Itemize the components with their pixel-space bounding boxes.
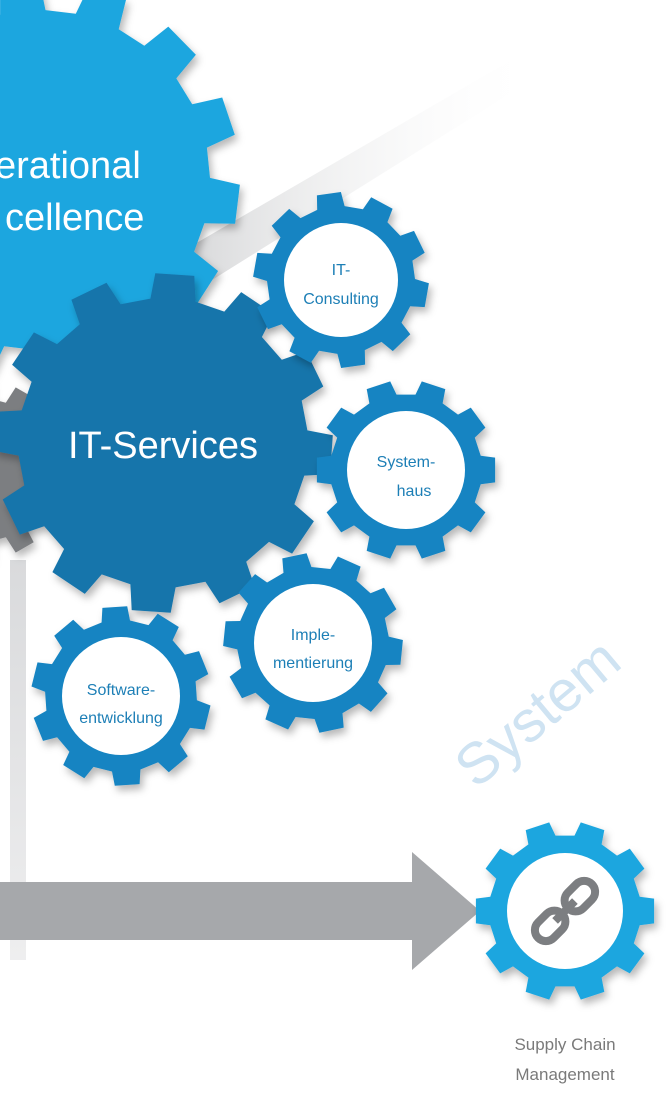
systemhaus-inner-circle — [347, 411, 465, 529]
arrow-shaft — [0, 882, 425, 940]
implementierung-label-line1: Imple- — [291, 627, 335, 644]
chain-link-connector — [552, 898, 578, 924]
vertical-line — [10, 560, 26, 960]
it-consulting-inner-circle — [284, 223, 398, 337]
arrow-head — [412, 852, 480, 970]
implementierung-inner-circle — [254, 584, 372, 702]
diagonal-shadow-band — [150, 55, 540, 300]
process-arrow — [0, 852, 480, 970]
supply-chain-label-line1: Supply Chain — [514, 1035, 615, 1054]
gear-softwareentwicklung: Software- entwicklung — [31, 606, 211, 786]
gear-it-consulting: IT- Consulting — [253, 192, 429, 368]
it-services-label: IT-Services — [68, 425, 258, 467]
softwareentwicklung-label-line1: Software- — [87, 682, 155, 699]
implementierung-label-line2: mentierung — [273, 655, 353, 672]
systemhaus-label-line2: haus — [397, 483, 432, 500]
softwareentwicklung-inner-circle — [62, 637, 180, 755]
systemhaus-label-line1: System- — [377, 454, 436, 471]
it-consulting-label-line2: Consulting — [303, 291, 379, 308]
gear-implementierung: Imple- mentierung — [223, 553, 403, 733]
gear-it-services: IT-Services — [0, 273, 333, 613]
operational-excellence-label-line2: cellence — [5, 197, 144, 239]
supply-chain-label-line2: Management — [515, 1065, 615, 1084]
softwareentwicklung-label-line2: entwicklung — [79, 710, 163, 727]
it-services-gear-shape — [0, 273, 333, 613]
operational-excellence-label-line1: erational — [0, 145, 141, 187]
system-watermark: System — [443, 626, 633, 800]
gear-systemhaus: System- haus — [316, 381, 496, 559]
chain-link-icon — [530, 876, 600, 946]
it-consulting-label-line1: IT- — [332, 262, 351, 279]
